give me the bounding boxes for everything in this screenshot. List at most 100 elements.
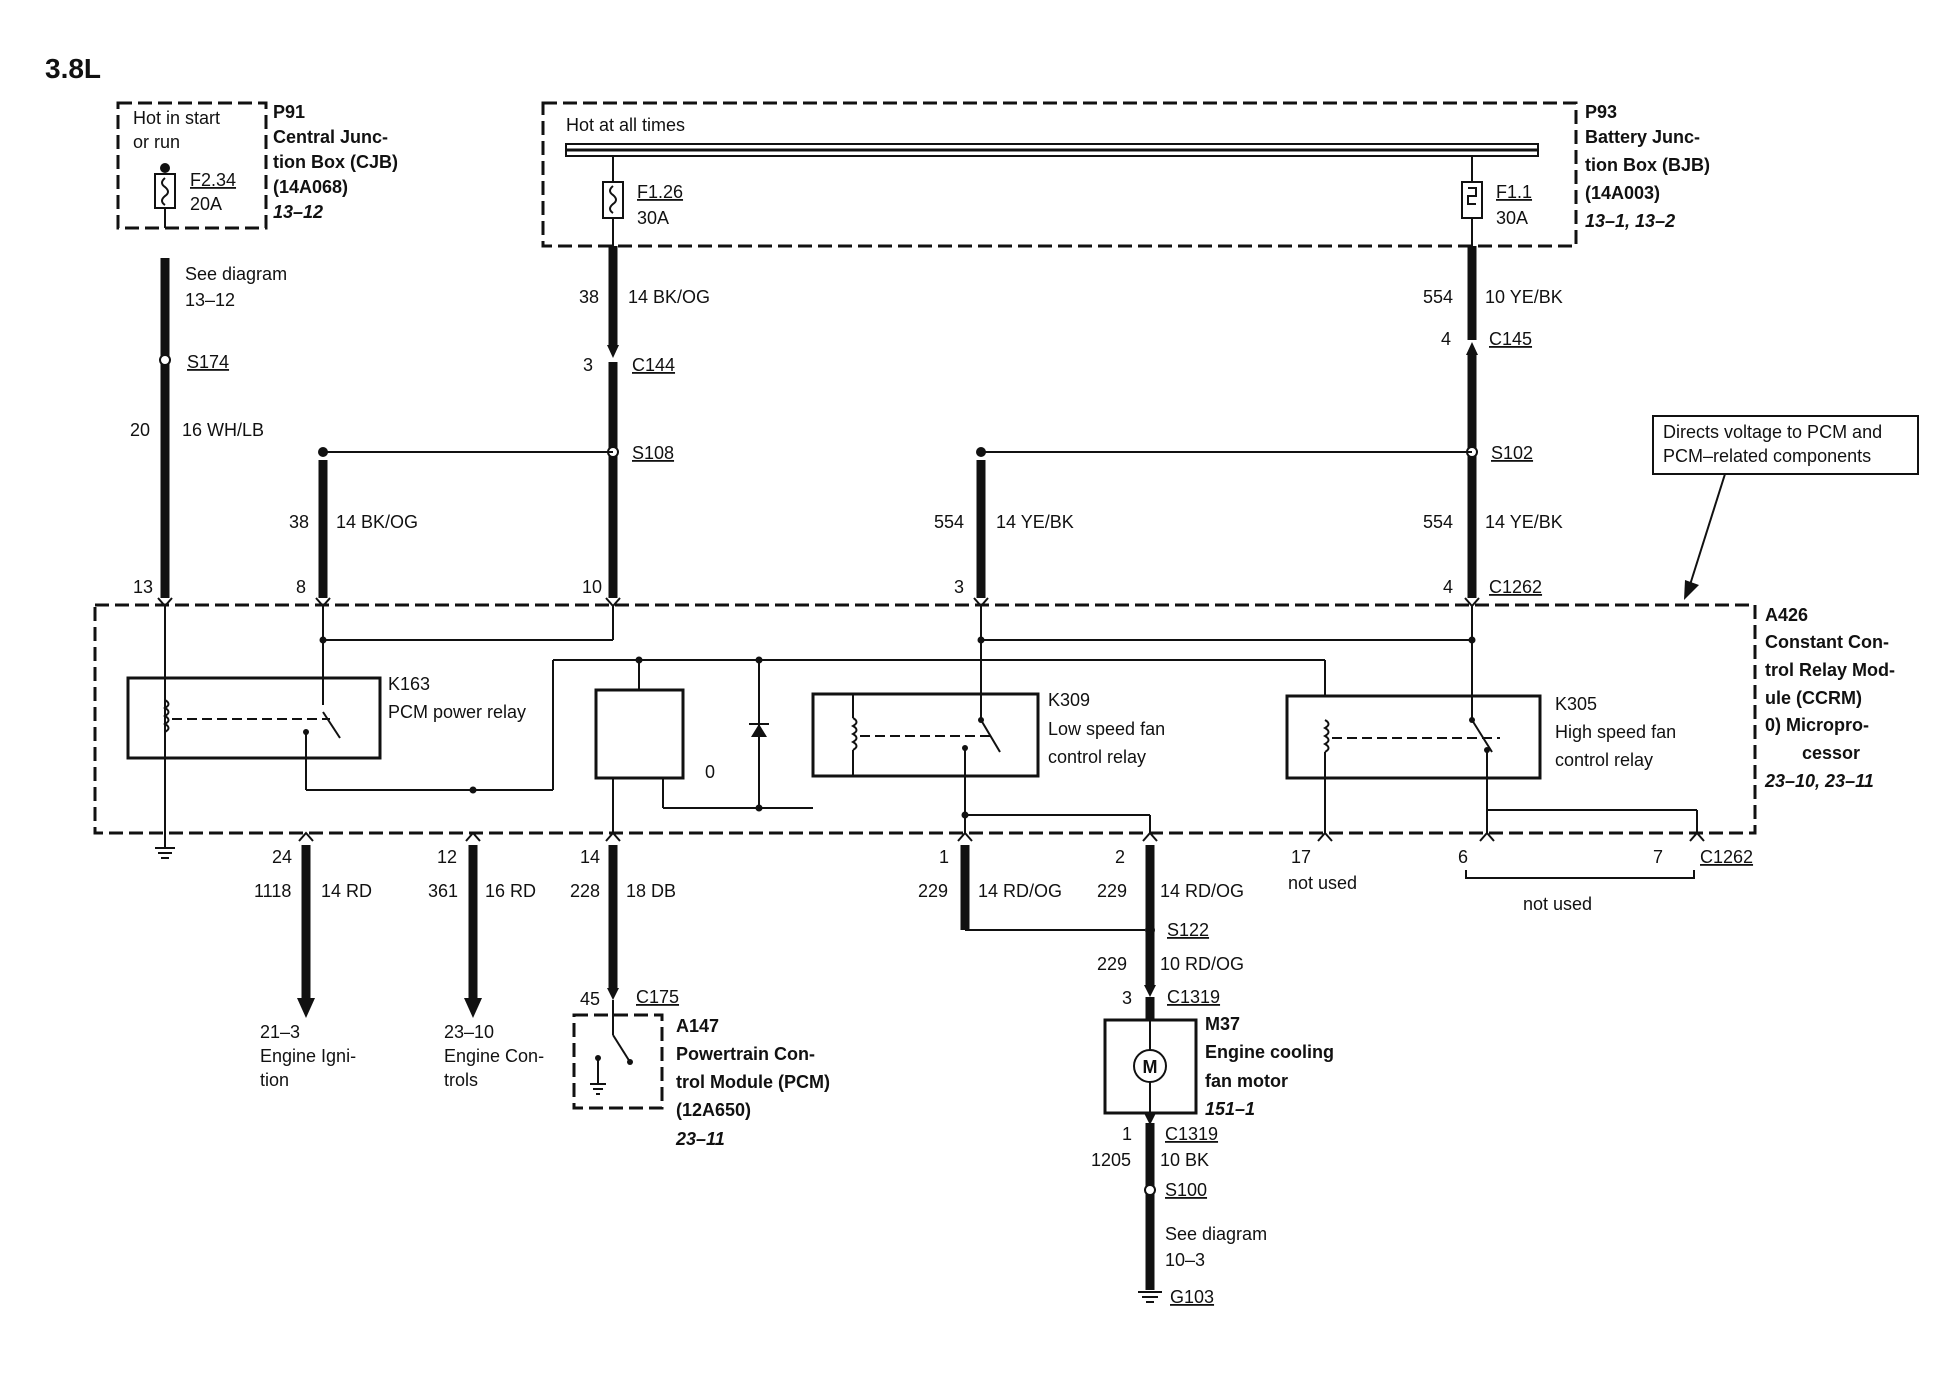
see-diagram-1: See diagram — [185, 264, 287, 284]
pin-8: 8 — [296, 577, 306, 597]
p93-name-1: Battery Junc- — [1585, 127, 1700, 147]
a426-name-1: Constant Con- — [1765, 632, 1889, 652]
m37-name-2: fan motor — [1205, 1071, 1288, 1091]
a147-name-3: (12A650) — [676, 1100, 751, 1120]
splice-s108: S108 — [632, 443, 674, 463]
fuse-f126-label: F1.26 — [637, 182, 683, 202]
k163-coil-icon — [162, 699, 170, 733]
out4-circuit: 229 — [918, 881, 948, 901]
engine-title: 3.8L — [45, 53, 101, 84]
p93-hot: Hot at all times — [566, 115, 685, 135]
k305-id: K305 — [1555, 694, 1597, 714]
p91-ref: 13–12 — [273, 202, 323, 222]
c145-pin: 4 — [1441, 329, 1451, 349]
relay-k163 — [126, 676, 382, 760]
out2-ref: 23–10 — [444, 1022, 494, 1042]
pin-17: 17 — [1291, 847, 1311, 867]
fuse-f234-amps: 20A — [190, 194, 222, 214]
splice-s122: S122 — [1167, 920, 1209, 940]
p91-id: P91 — [273, 102, 305, 122]
p91-hot-line2: or run — [133, 132, 180, 152]
mid-wire-gauge: 14 BK/OG — [628, 287, 710, 307]
callout-line2: PCM–related components — [1663, 446, 1871, 466]
a426-ref: 23–10, 23–11 — [1764, 771, 1874, 791]
k309-name-1: Low speed fan — [1048, 719, 1165, 739]
p91-name-3: (14A068) — [273, 177, 348, 197]
a426-id: A426 — [1765, 605, 1808, 625]
c175-pin: 45 — [580, 989, 600, 1009]
a147-id: A147 — [676, 1016, 719, 1036]
m37-ref: 151–1 — [1205, 1099, 1255, 1119]
branch1-circuit: 38 — [289, 512, 309, 532]
callout-box — [1652, 415, 1919, 475]
pin-13: 13 — [133, 577, 153, 597]
branch1-gauge: 14 BK/OG — [336, 512, 418, 532]
callout-arrow-icon — [1684, 580, 1699, 600]
ground-g103-icon — [1138, 1291, 1162, 1303]
p93-name-3: (14A003) — [1585, 183, 1660, 203]
splice-s102: S102 — [1491, 443, 1533, 463]
branch2-gauge: 14 YE/BK — [996, 512, 1074, 532]
pin-17-not-used: not used — [1288, 873, 1357, 893]
see-diagram-2: See diagram — [1165, 1224, 1267, 1244]
ground-left-icon — [155, 847, 175, 859]
fuse-f11-label: F1.1 — [1496, 182, 1532, 202]
a147-name-1: Powertrain Con- — [676, 1044, 815, 1064]
not-used-bracket — [1465, 870, 1695, 879]
right-wire-circuit: 554 — [1423, 287, 1453, 307]
k309-name-2: control relay — [1048, 747, 1146, 767]
see-diagram-2-ref: 10–3 — [1165, 1250, 1205, 1270]
callout-line1: Directs voltage to PCM and — [1663, 422, 1882, 442]
see-diagram-1-ref: 13–12 — [185, 290, 235, 310]
connector-c145: C145 — [1489, 329, 1532, 349]
k305-name-1: High speed fan — [1555, 722, 1676, 742]
microprocessor-block — [594, 688, 685, 780]
micro-label: 0 — [705, 762, 715, 782]
arrow-engine-ignition-icon — [297, 998, 315, 1018]
m37-id: M37 — [1205, 1014, 1240, 1034]
fuse-f11-amps: 30A — [1496, 208, 1528, 228]
right-wire-gauge: 10 YE/BK — [1485, 287, 1563, 307]
a426-note-1: 0) Micropro- — [1765, 715, 1869, 735]
p91-name-1: Central Junc- — [273, 127, 388, 147]
p93-id: P93 — [1585, 102, 1617, 122]
out2-circuit: 361 — [428, 881, 458, 901]
a147-ref: 23–11 — [675, 1129, 725, 1149]
a426-note-2: cessor — [1802, 743, 1860, 763]
out1-ref: 21–3 — [260, 1022, 300, 1042]
pin-1: 1 — [939, 847, 949, 867]
out2-gauge: 16 RD — [485, 881, 536, 901]
pin-6: 6 — [1458, 847, 1468, 867]
p93-name-2: tion Box (BJB) — [1585, 155, 1710, 175]
k305-name-2: control relay — [1555, 750, 1653, 770]
a426-box — [93, 603, 1757, 835]
k305-coil-icon — [1322, 719, 1330, 753]
pin-4: 4 — [1443, 577, 1453, 597]
branch3-circuit: 554 — [1423, 512, 1453, 532]
k309-coil-icon — [850, 717, 858, 751]
p91-hot-line1: Hot in start — [133, 108, 220, 128]
k309-id: K309 — [1048, 690, 1090, 710]
a147-box — [572, 1013, 664, 1110]
motor-feed-circuit: 229 — [1097, 954, 1127, 974]
connector-c1319-b: C1319 — [1165, 1124, 1218, 1144]
out4-gauge: 14 RD/OG — [978, 881, 1062, 901]
ground-wire-gauge: 10 BK — [1160, 1150, 1209, 1170]
relay-k305 — [1285, 694, 1542, 780]
pin-14: 14 — [580, 847, 600, 867]
out1-dest-1: Engine Igni- — [260, 1046, 356, 1066]
a426-name-3: ule (CCRM) — [1765, 688, 1862, 708]
mid-wire-circuit: 38 — [579, 287, 599, 307]
splice-s100: S100 — [1165, 1180, 1207, 1200]
splice-s174: S174 — [187, 352, 229, 372]
p93-box — [541, 101, 1578, 248]
out2-dest-2: trols — [444, 1070, 478, 1090]
diode-icon — [751, 724, 767, 737]
p91-name-2: tion Box (CJB) — [273, 152, 398, 172]
pin-2: 2 — [1115, 847, 1125, 867]
motor-feed-gauge: 10 RD/OG — [1160, 954, 1244, 974]
pin-3: 3 — [954, 577, 964, 597]
arrow-engine-controls-icon — [464, 998, 482, 1018]
connector-c1262-top: C1262 — [1489, 577, 1542, 597]
